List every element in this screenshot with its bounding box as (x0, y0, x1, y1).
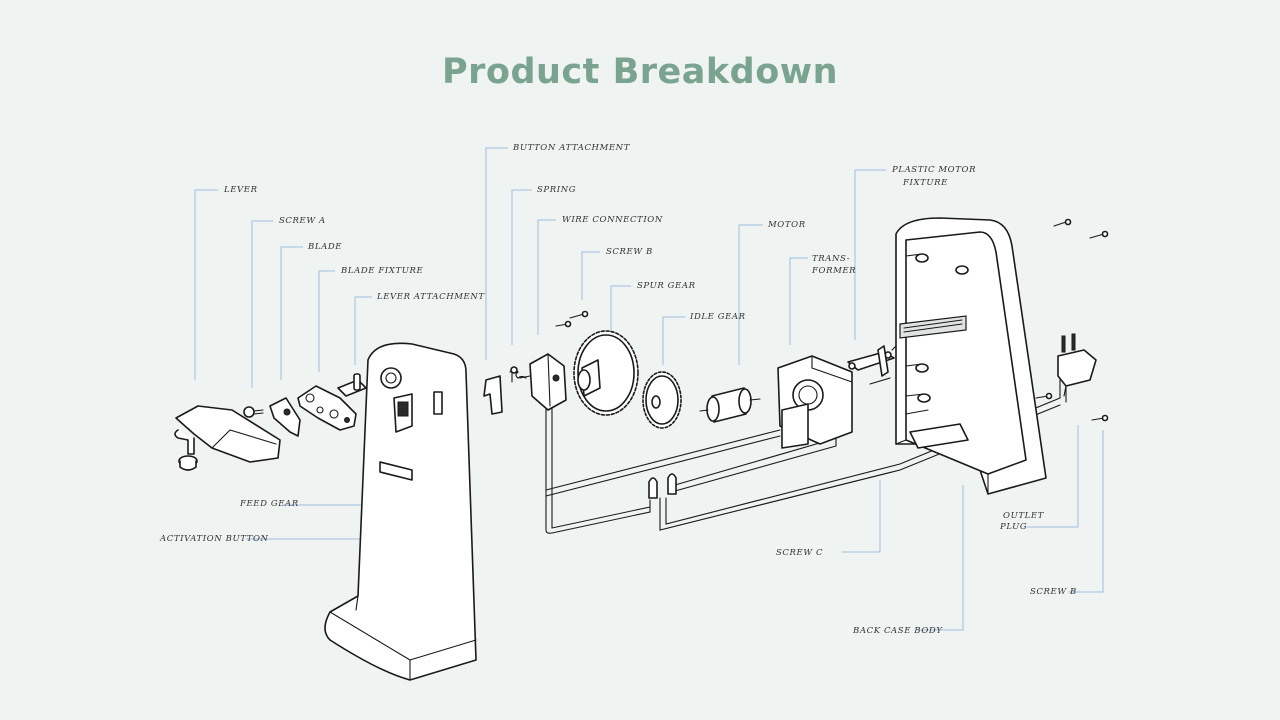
leader-blade-fixture (318, 270, 335, 372)
label-spring: SPRING (537, 185, 576, 195)
label-transformer-line1: TRANS- (812, 254, 850, 264)
leader-lever-attachment (354, 296, 372, 365)
leader-screw-a (251, 220, 273, 388)
back-case-body-part (895, 217, 1047, 495)
leader-button-attachment (485, 147, 508, 360)
plastic-motor-fixture-part (847, 345, 897, 385)
label-spur-gear: SPUR GEAR (637, 281, 696, 291)
label-plastic-motor-fixture-line2: FIXTURE (902, 178, 948, 188)
motor-part (699, 387, 761, 423)
label-button-attachment: BUTTON ATTACHMENT (512, 143, 631, 153)
button-attachment-part (483, 375, 503, 415)
label-idle-gear: IDLE GEAR (689, 312, 746, 322)
label-screw-b-bottom: SCREW B (1030, 587, 1077, 597)
leader-back-case-body (918, 485, 964, 631)
label-blade-fixture: BLADE FIXTURE (340, 266, 423, 276)
lever-part (174, 405, 281, 471)
leader-outlet-plug (1027, 425, 1079, 528)
screw-a-part (243, 406, 264, 418)
label-activation-button: ACTIVATION BUTTON (159, 534, 269, 544)
outlet-plug-part (1057, 333, 1097, 397)
leader-transformer (789, 257, 808, 345)
label-outlet-plug-line2: PLUG (999, 522, 1027, 532)
leader-plastic-motor-fixture (854, 169, 886, 340)
label-lever: LEVER (223, 185, 258, 195)
blade-fixture-part (297, 385, 357, 431)
wire-connection-part (519, 353, 567, 411)
label-screw-c: SCREW C (776, 548, 823, 558)
label-outlet-plug-line1: OUTLET (1003, 511, 1045, 521)
label-wire-connection: WIRE CONNECTION (562, 215, 663, 225)
transformer-part (777, 355, 853, 449)
label-feed-gear: FEED GEAR (239, 499, 299, 509)
spur-gear-part (573, 330, 639, 416)
leader-spring (511, 189, 532, 345)
leader-spur-gear (610, 285, 631, 335)
label-transformer-line2: FORMER (811, 266, 856, 276)
leader-screw-b-top (581, 251, 600, 300)
label-blade: BLADE (307, 242, 342, 252)
front-case-body (324, 342, 477, 681)
spring-part (509, 366, 527, 383)
part-labels: LEVER SCREW A BLADE BLADE FIXTURE LEVER … (159, 143, 1077, 636)
screw-b-top-part (555, 310, 589, 328)
blade-part (269, 397, 301, 437)
leader-blade (280, 246, 303, 380)
page-title: Product Breakdown (441, 52, 838, 92)
screw-c-part (1035, 392, 1053, 400)
leader-idle-gear (662, 316, 685, 365)
label-screw-a: SCREW A (279, 216, 326, 226)
leader-lever (194, 189, 218, 380)
leader-wire-connection (537, 219, 556, 335)
leader-motor (738, 224, 763, 365)
label-motor: MOTOR (767, 220, 806, 230)
screw-b-bottom-part (1053, 218, 1109, 422)
label-lever-attachment: LEVER ATTACHMENT (376, 292, 485, 302)
leader-screw-b-bottom (1068, 430, 1104, 593)
label-back-case-body: BACK CASE BODY (852, 626, 943, 636)
leader-screw-c (842, 480, 881, 553)
idle-gear-part (642, 371, 682, 429)
label-plastic-motor-fixture-line1: PLASTIC MOTOR (891, 165, 976, 175)
label-screw-b-top: SCREW B (606, 247, 653, 257)
